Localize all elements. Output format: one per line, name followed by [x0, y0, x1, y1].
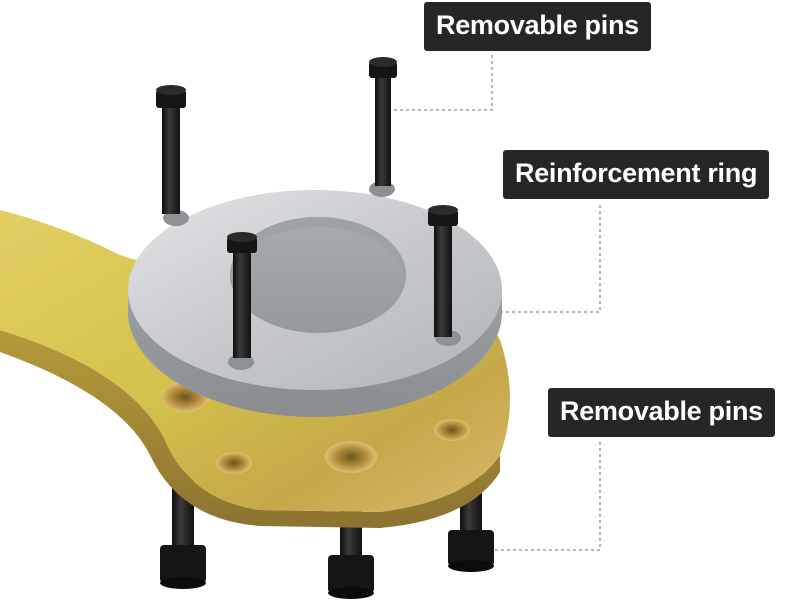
upper-pin-2 — [369, 57, 397, 186]
leader-lines — [392, 55, 601, 551]
callout-removable-pins-top: Removable pins — [424, 2, 651, 51]
callout-reinforcement-ring: Reinforcement ring — [503, 150, 770, 199]
upper-pin-1 — [156, 85, 186, 214]
reinforcement-ring — [128, 181, 502, 417]
callout-removable-pins-bottom: Removable pins — [548, 388, 775, 437]
upper-pin-3 — [428, 205, 458, 337]
upper-pins — [156, 57, 458, 358]
upper-pin-4 — [227, 232, 257, 358]
